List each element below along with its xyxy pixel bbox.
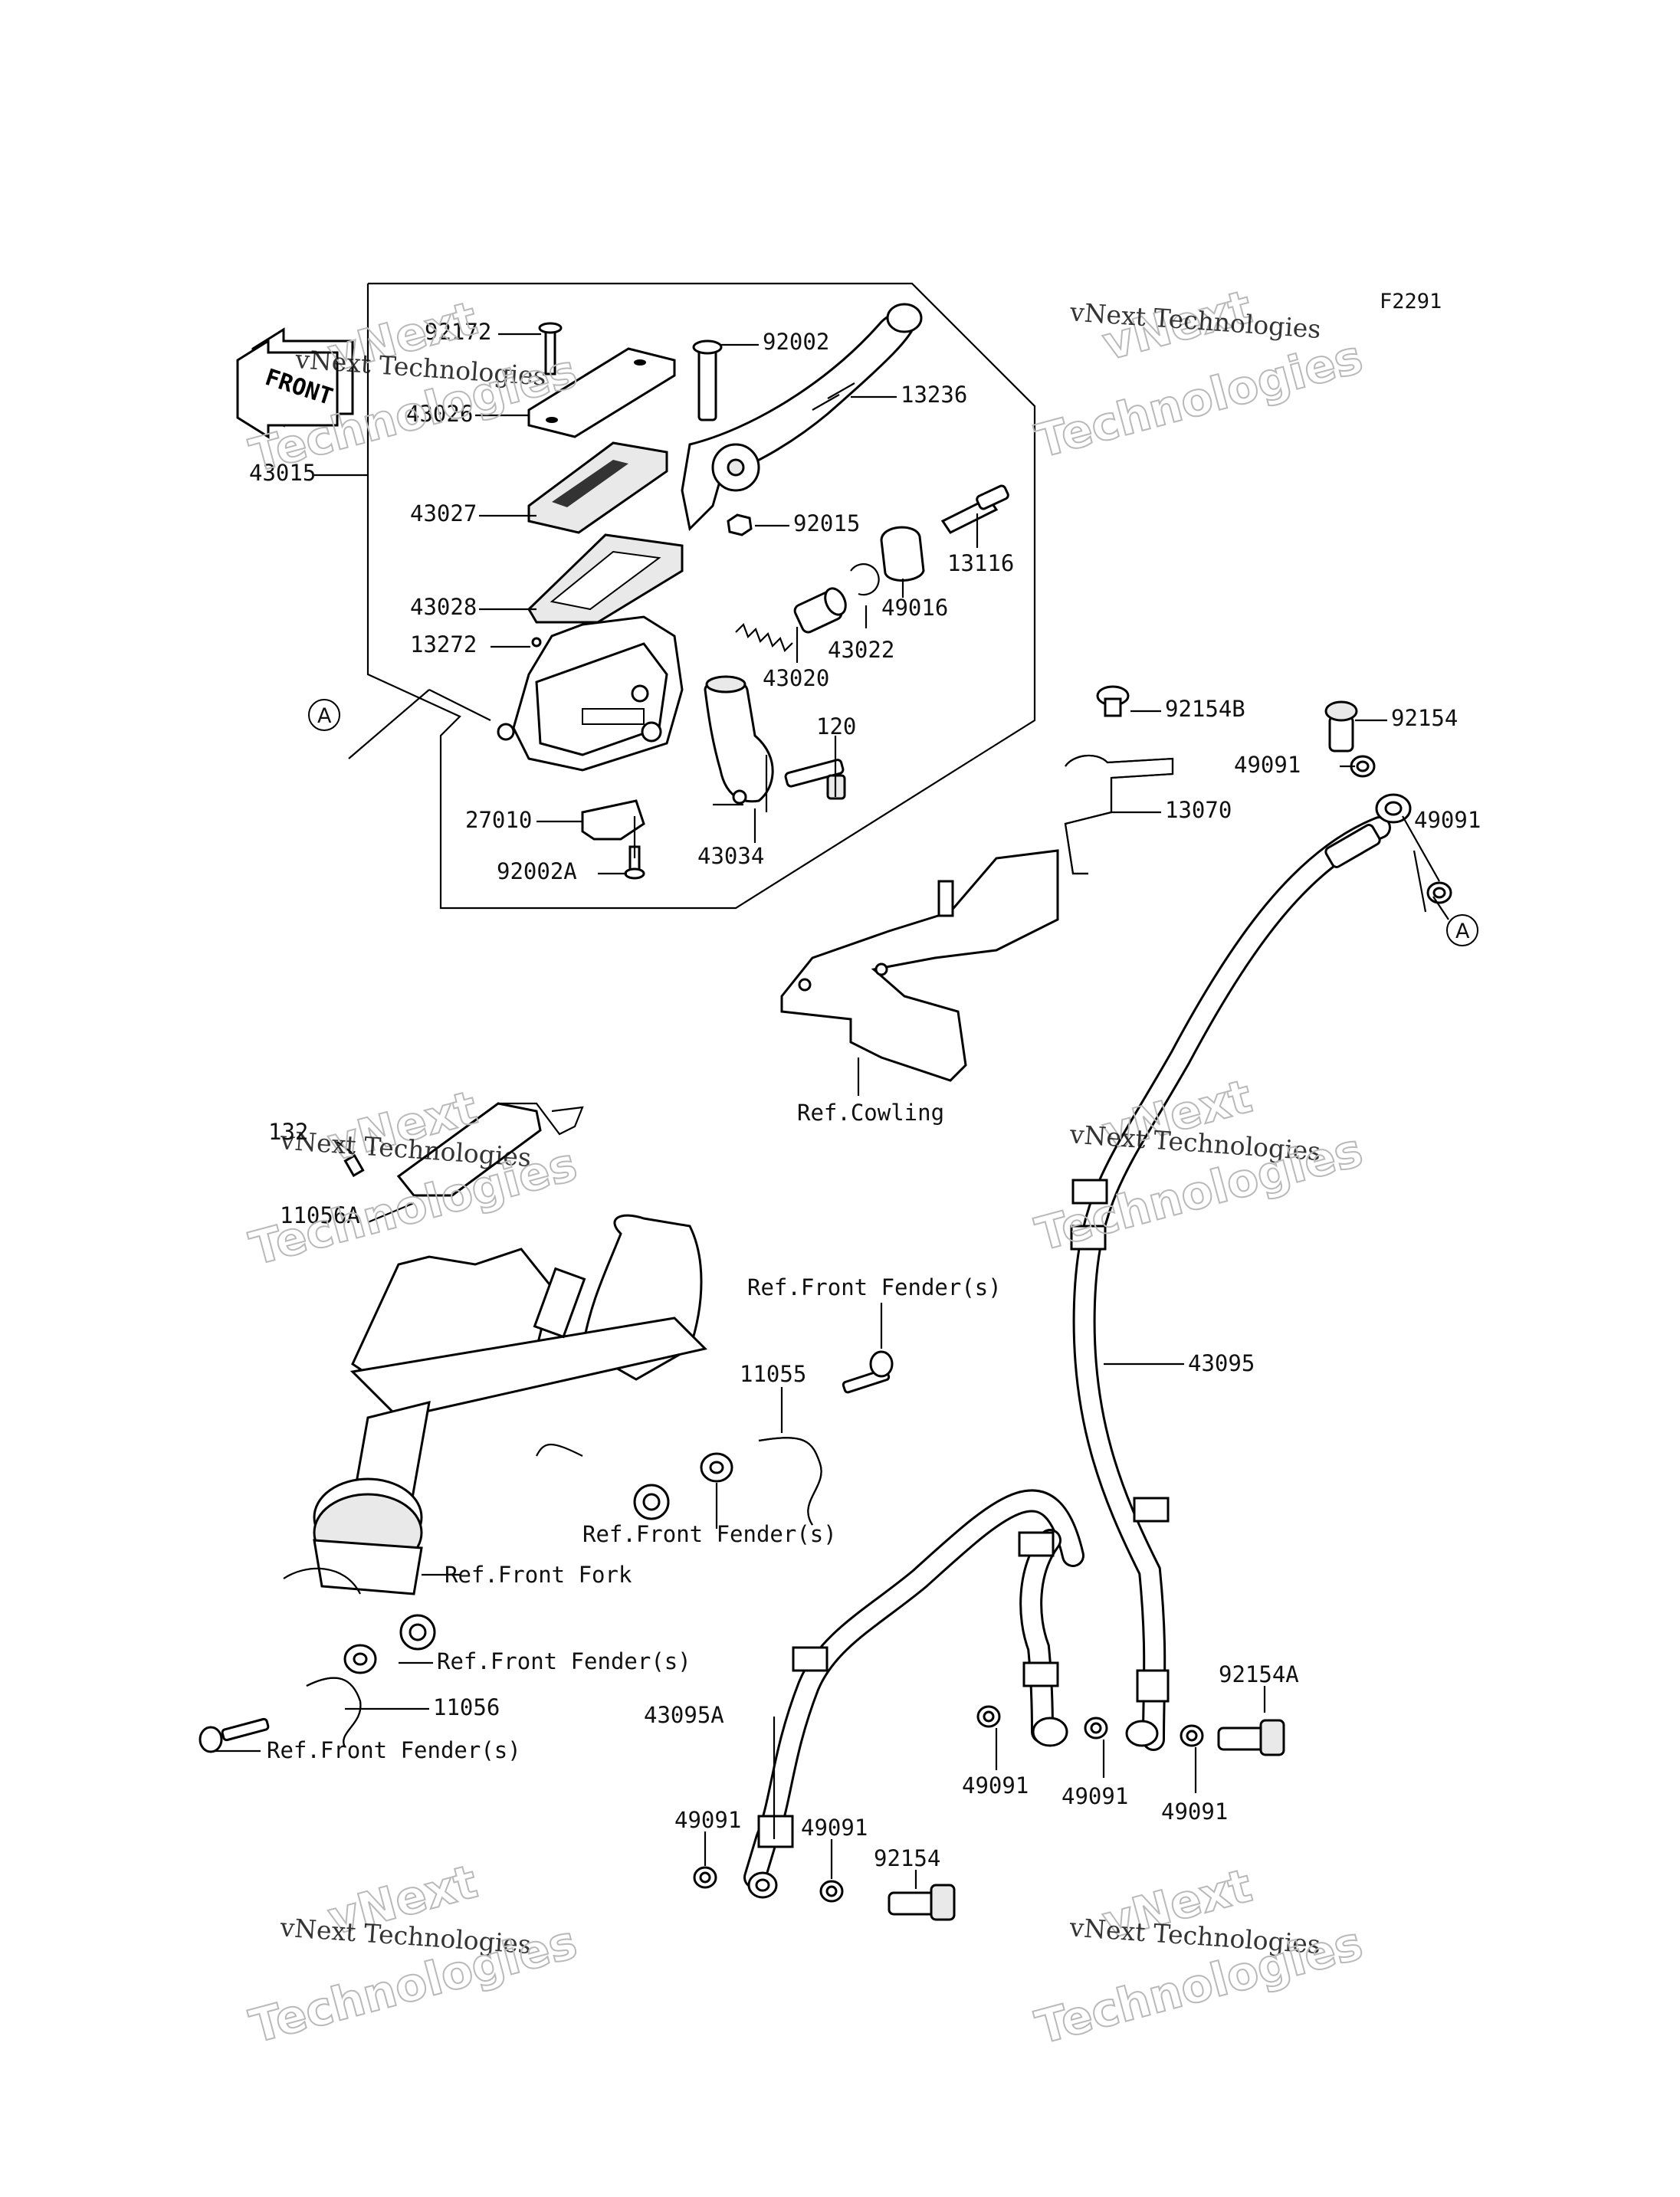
diaphragm-43028 (527, 533, 684, 624)
assembly-boundary (366, 282, 1036, 910)
label-43020: 43020 (763, 665, 829, 691)
label-92002a: 92002A (497, 858, 577, 884)
watermark-mid-right: vNext vNext Technologies Technologies (1029, 1069, 1369, 1263)
clamp-11056 (306, 1677, 362, 1748)
washer-49091-top2 (1426, 881, 1452, 904)
label-92154a: 92154A (1219, 1661, 1299, 1687)
brake-switch-27010 (581, 799, 645, 841)
label-92154-bottom: 92154 (874, 1845, 940, 1871)
label-43022: 43022 (828, 637, 894, 663)
clamp-11055 (758, 1437, 822, 1526)
banjo-bottom-left (747, 1871, 778, 1899)
banjo-bolt-92154-bottom (888, 1884, 956, 1921)
grommet-stack (343, 1452, 733, 1674)
ref-front-fork: Ref.Front Fork (445, 1562, 632, 1588)
label-49091-b2: 49091 (1061, 1783, 1128, 1809)
label-11056a: 11056A (280, 1202, 360, 1228)
label-132: 132 (268, 1119, 308, 1145)
brake-hose-43095a (743, 1489, 1084, 1889)
label-43095: 43095 (1188, 1350, 1255, 1376)
ref-front-fender-1: Ref.Front Fender(s) (747, 1274, 1002, 1300)
hose-clamp-13070 (1064, 754, 1174, 875)
lever-13236 (681, 303, 923, 532)
callout-a-left: A (308, 699, 340, 731)
front-arrow-icon: FRONT (236, 327, 354, 439)
watermark-big: Technologies (1030, 330, 1368, 469)
cowling-bracket (780, 849, 1059, 1082)
watermark-bottom-right: vNext vNext Technologies Technologies (1029, 1858, 1369, 2056)
label-13070: 13070 (1165, 797, 1232, 823)
ref-front-fender-3: Ref.Front Fender(s) (437, 1648, 691, 1674)
label-13236: 13236 (901, 382, 967, 408)
label-49091-b5: 49091 (801, 1815, 868, 1841)
fork-tube (283, 1400, 583, 1595)
label-92015: 92015 (793, 510, 860, 536)
bolt-fender-bottom (199, 1717, 270, 1753)
label-49091-b4: 49091 (674, 1807, 741, 1833)
bleeder-13272 (531, 637, 542, 648)
label-43015: 43015 (249, 460, 316, 486)
upper-clamp (349, 1214, 707, 1419)
label-92172: 92172 (425, 319, 491, 345)
screw-92154b (1096, 685, 1130, 717)
label-49091-b3: 49091 (1161, 1799, 1228, 1825)
washer-49091-top1 (1350, 755, 1376, 778)
brake-hose-43095 (1070, 816, 1391, 1751)
switch-pin-13116 (940, 484, 1009, 534)
label-92154-top: 92154 (1391, 705, 1458, 731)
banjo-bolt-92154a (1217, 1719, 1285, 1756)
label-27010: 27010 (465, 807, 532, 833)
label-11056: 11056 (433, 1694, 500, 1720)
reservoir-cap-43026 (527, 347, 676, 438)
ref-cowling: Ref.Cowling (797, 1100, 944, 1126)
label-49091-b1: 49091 (962, 1772, 1029, 1799)
screw-132 (343, 1153, 365, 1178)
bolt-fender-top (842, 1350, 894, 1394)
label-92154b: 92154B (1165, 696, 1245, 722)
ref-front-fender-2: Ref.Front Fender(s) (582, 1521, 837, 1547)
label-43034: 43034 (697, 843, 764, 869)
label-92002: 92002 (763, 329, 829, 355)
label-43027: 43027 (410, 500, 477, 526)
banjo-joint-center (1032, 1717, 1159, 1747)
label-49016: 49016 (881, 595, 948, 621)
banjo-bolt-92154-top (1324, 700, 1358, 753)
label-43026: 43026 (406, 401, 473, 427)
label-49091-top1: 49091 (1234, 752, 1301, 778)
label-13116: 13116 (947, 550, 1014, 576)
boot-49016 (880, 526, 925, 582)
callout-a-right: A (1446, 914, 1478, 946)
label-43095a: 43095A (644, 1702, 724, 1728)
diaphragm-plate-43027 (527, 441, 668, 534)
ref-front-fender-4: Ref.Front Fender(s) (267, 1737, 521, 1763)
label-43028: 43028 (410, 594, 477, 620)
piston-spring-43020 (735, 587, 847, 652)
label-49091-top2: 49091 (1414, 807, 1481, 833)
reference-labels: Ref.Cowling Ref.Front Fender(s) Ref.Fron… (267, 1100, 1002, 1763)
figure-code: F2291 (1380, 290, 1442, 313)
nut-92015 (727, 513, 753, 536)
watermark-bottom-left: vNext vNext Technologies Technologies (244, 1854, 583, 2055)
circlip-43022 (850, 563, 880, 596)
leader-lines (215, 333, 1449, 1889)
callout-a-left-text: A (317, 704, 332, 728)
callout-a-right-text: A (1455, 920, 1470, 943)
banjo-top-right (1375, 793, 1412, 824)
master-cylinder-body-43015 (497, 615, 684, 772)
washers-49091-bottom (693, 1705, 1204, 1903)
label-120: 120 (816, 713, 856, 739)
clamp-holder-43034 (704, 675, 774, 805)
bracket-11056a (396, 1102, 584, 1197)
watermark-top-right: vNext vNext Technologies Technologies (1029, 280, 1369, 470)
label-11055: 11055 (740, 1361, 806, 1387)
pivot-bolt-92002 (692, 339, 723, 421)
part-labels: 92172 92002 43026 13236 43015 43027 9201… (249, 319, 1481, 1871)
label-13272: 13272 (410, 631, 477, 657)
screw-92172 (538, 322, 563, 375)
